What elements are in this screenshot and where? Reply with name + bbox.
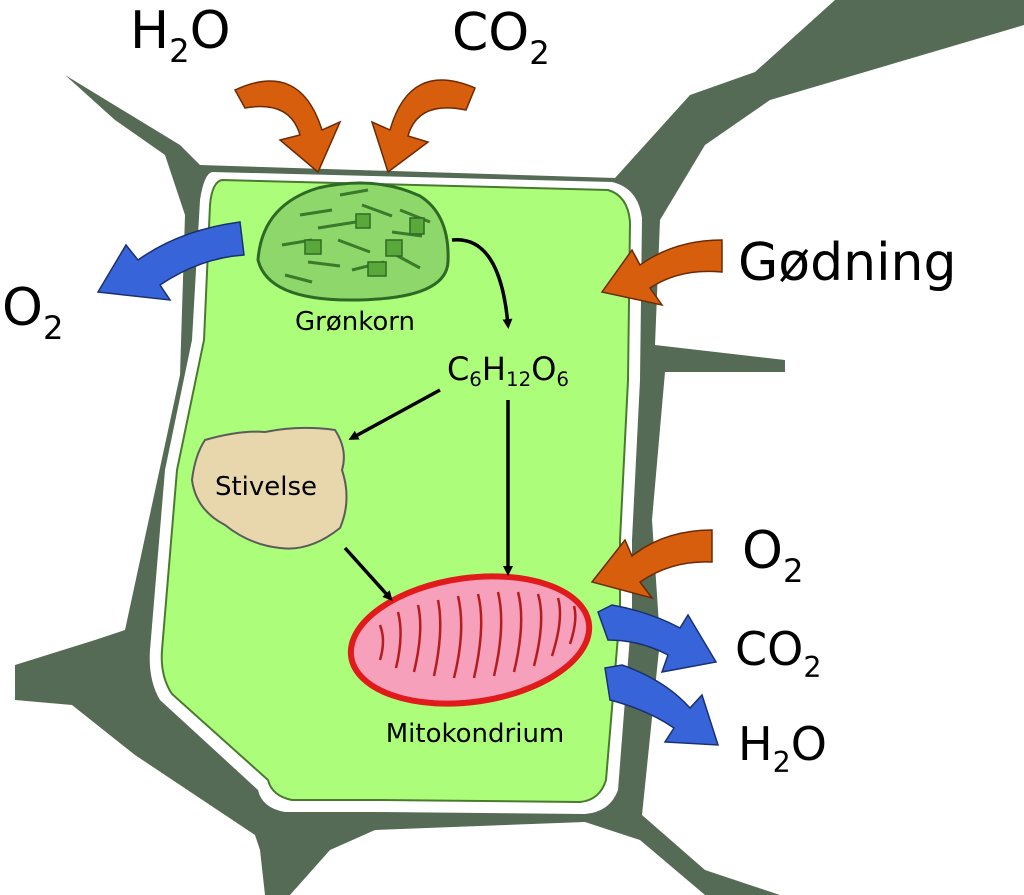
co2-input-arrow [370,79,476,174]
fertilizer-label: Gødning [738,233,957,293]
arrow-chloroplast-to-glucose [451,238,513,329]
water-input-arrow [233,80,342,174]
oxygen-input-label: O2 [742,521,803,590]
mitochondrion-label: Mitokondrium [386,719,565,749]
co2-output-arrow [597,604,718,673]
water-output-label: H2O [738,717,827,779]
oxygen-output-label: O2 [2,278,63,347]
water-input-label: H2O [130,1,231,70]
oxygen-input-arrow [590,529,713,600]
water-output-arrow [604,664,720,746]
starch-label: Stivelse [215,472,317,502]
co2-output-label: CO2 [735,622,821,684]
oxygen-output-arrow [96,221,245,301]
co2-input-label: CO2 [452,3,550,72]
mitochondrion [347,573,593,707]
arrow-glucose-to-starch [348,388,441,440]
starch-granule [190,426,348,550]
glucose-label: C6H12O6 [447,350,569,391]
fertilizer-input-arrow [600,239,723,307]
chloroplast-label: Grønkorn [295,307,415,337]
chloroplast [256,181,450,302]
arrow-starch-to-mitochondrion [343,546,393,601]
